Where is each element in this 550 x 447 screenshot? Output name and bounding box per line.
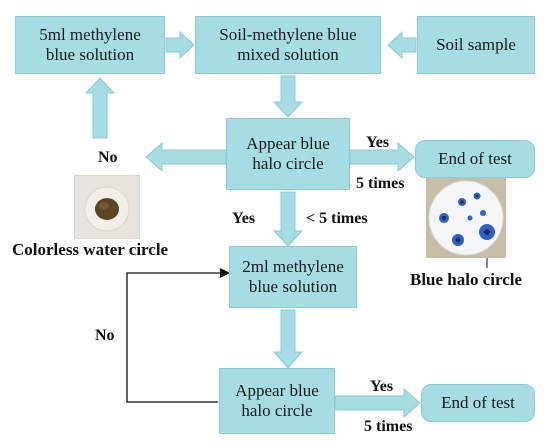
loop-arrowhead xyxy=(220,268,230,278)
arrow-2ml-to-appear2 xyxy=(272,309,304,369)
box-text-line: Appear blue xyxy=(246,134,330,153)
blue-halo-photo xyxy=(426,178,506,258)
colorless-circle-photo xyxy=(74,175,140,239)
box-text-line: 5ml methylene xyxy=(39,25,141,44)
arrow-5ml-to-mixed xyxy=(165,30,195,60)
arrow-appear1-to-2ml xyxy=(272,191,304,247)
box-text-line: halo circle xyxy=(241,401,313,420)
label-yes-right-2: Yes xyxy=(370,378,394,395)
arrow-soil-to-mixed xyxy=(387,30,417,60)
box-text-line: blue solution xyxy=(248,277,338,296)
box-text-line: 2ml methylene xyxy=(242,257,344,276)
label-yes-down: Yes xyxy=(232,210,256,227)
arrow-appear1-to-end xyxy=(349,141,415,173)
box-text-line: mixed solution xyxy=(237,45,339,64)
label-five-times-2: 5 times xyxy=(364,418,413,435)
box-text-line: Soil-methylene blue xyxy=(219,25,357,44)
box-soil-sample: Soil sample xyxy=(417,16,535,74)
arrow-appear1-no-left xyxy=(145,141,227,173)
box-end-of-test-2: End of test xyxy=(421,384,535,422)
label-no-loop: No xyxy=(95,327,115,344)
loop-line xyxy=(126,272,222,403)
box-text-line: Appear blue xyxy=(235,381,319,400)
arrow-mixed-to-appear1 xyxy=(272,75,304,118)
label-yes-right-1: Yes xyxy=(366,134,390,151)
box-text-line: End of test xyxy=(441,393,515,412)
label-less-than-five-times: < 5 times xyxy=(306,210,368,227)
box-text-line: End of test xyxy=(438,149,512,168)
caption-blue-halo-circle: Blue halo circle xyxy=(410,270,523,289)
box-text-line: halo circle xyxy=(252,154,324,173)
caption-colorless-water-circle: Colorless water circle xyxy=(12,240,169,259)
label-five-times-1: 5 times xyxy=(356,175,405,192)
box-text-line: blue solution xyxy=(45,45,135,64)
box-end-of-test-1: End of test xyxy=(415,140,535,178)
label-no-left: No xyxy=(98,149,118,166)
arrow-up-to-5ml xyxy=(84,77,116,139)
box-text-line: Soil sample xyxy=(436,35,516,54)
arrow-appear2-to-end xyxy=(334,387,421,419)
